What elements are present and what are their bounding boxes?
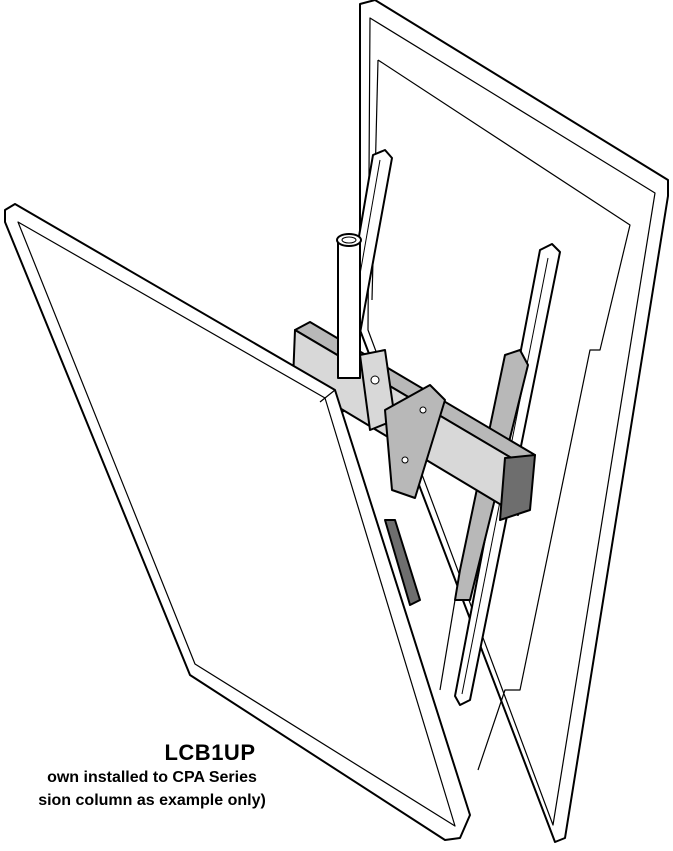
caption-line-1: own installed to CPA Series bbox=[47, 769, 257, 786]
adapter-plate bbox=[359, 349, 446, 499]
extension-column bbox=[336, 233, 362, 379]
lower-rail-section bbox=[384, 519, 456, 691]
front-display-panel bbox=[4, 203, 471, 841]
model-title: LCB1UP bbox=[164, 740, 256, 765]
caption-line-2: sion column as example only) bbox=[38, 792, 266, 809]
